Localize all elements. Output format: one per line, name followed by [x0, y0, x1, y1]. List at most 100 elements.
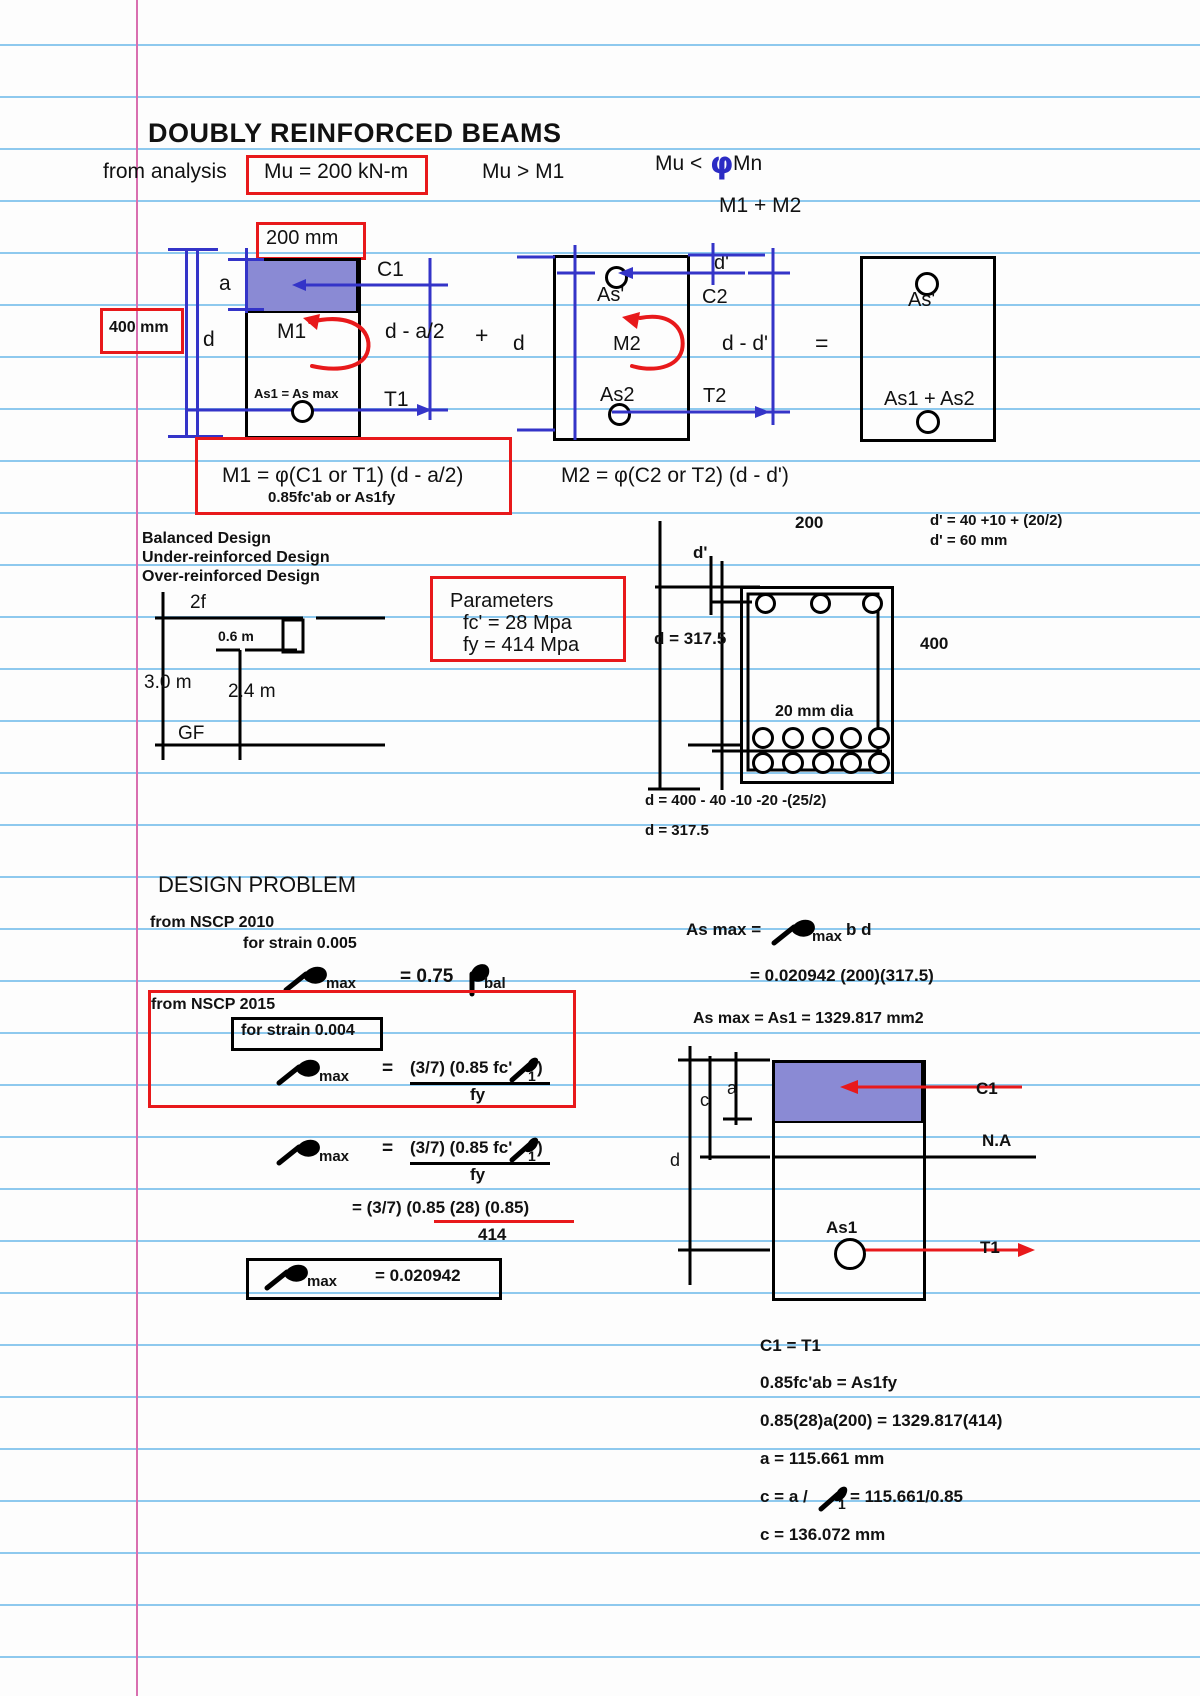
beam1-dim-top-tick: [168, 248, 218, 251]
beam3-compression-rebar: [915, 272, 939, 296]
bottom-calc-4: a = 115.661 mm: [760, 1449, 885, 1468]
rho-glyph-1: [283, 966, 327, 993]
rho-bal-sub: bal: [484, 975, 506, 992]
bottom-calc-c-beta-sub: 1: [838, 1496, 846, 1512]
rho-glyph-asmax: [771, 919, 815, 946]
beam1-m1-label: M1: [277, 320, 307, 343]
beam2-lever-label: d - d': [722, 332, 769, 355]
beam1-a-vline: [245, 248, 248, 313]
section-depth-label: 400: [920, 634, 949, 653]
beam3-section: [860, 256, 996, 442]
section-dprime-label: d': [693, 543, 708, 562]
equals-sign-1: =: [815, 330, 829, 356]
mu-value: Mu = 200 kN-m: [264, 160, 409, 183]
margin-line: [136, 0, 138, 1696]
rho-numerator-2: (3/7) (0.85 fc': [410, 1058, 513, 1077]
rho-glyph-4: [264, 1264, 308, 1291]
beam1-depth-box: [100, 308, 184, 354]
bottom-calc-5: c = 136.072 mm: [760, 1525, 886, 1544]
rho-numerator-close-3: ): [537, 1138, 543, 1157]
rho-numerator-3: (3/7) (0.85 fc': [410, 1138, 513, 1157]
section-bottom-bar-1-4: [840, 727, 862, 749]
bottom-calc-2: 0.85fc'ab = As1fy: [760, 1373, 898, 1392]
cross-section-outline: [740, 586, 894, 784]
m2-formula: M2 = φ(C2 or T2) (d - d'): [561, 464, 789, 488]
beam3-tension-rebar: [916, 410, 940, 434]
page-title: DOUBLY REINFORCED BEAMS: [148, 118, 562, 148]
rho-result-value: = 0.020942: [375, 1266, 461, 1285]
beam2-m2-label: M2: [613, 333, 641, 355]
beam1-width-label: 200 mm: [266, 227, 339, 249]
bottom-calc-c-suffix: = 115.661/0.85: [850, 1487, 963, 1506]
section-bottom-bar-1-3: [812, 727, 834, 749]
parameters-title: Parameters: [450, 590, 554, 612]
beam2-c2-label: C2: [702, 286, 728, 308]
section-d-calc-2: d = 317.5: [645, 822, 709, 839]
nscp2015-box: [148, 990, 576, 1108]
stressblock-c1-label: C1: [976, 1079, 998, 1098]
beam1-depth-label: 400 mm: [109, 319, 169, 336]
bottom-calc-1: C1 = T1: [760, 1336, 821, 1355]
beam2-section: [553, 255, 690, 441]
stressblock-t1-label: T1: [980, 1238, 1000, 1257]
section-dprime-calc-2: d' = 60 mm: [930, 532, 1008, 549]
rho-denominator-3: fy: [470, 1165, 486, 1184]
mu-value-box: [246, 155, 428, 195]
mu-greater-m1: Mu > M1: [482, 160, 565, 183]
section-top-bar-3: [862, 593, 883, 614]
beam2-dprime-label: d': [714, 252, 729, 274]
beam1-dim-vline-inner: [196, 248, 199, 438]
beta-sub-3: 1: [528, 1148, 536, 1164]
stressblock-c-label: c: [700, 1090, 709, 1110]
section-bottom-bar-2-2: [782, 752, 804, 774]
rho-denominator-2: fy: [470, 1085, 486, 1104]
plus-sign-1: +: [475, 322, 489, 348]
fraction-bar-3: [410, 1162, 550, 1165]
beam3-sum-label: As1 + As2: [884, 388, 975, 410]
strain-004-box: [231, 1017, 383, 1051]
m1-plus-m2: M1 + M2: [719, 194, 802, 217]
frame-level-2f: 2f: [190, 592, 206, 613]
frame-dim-06: 0.6 m: [218, 628, 254, 644]
as-max-line1-suffix: b d: [846, 920, 872, 939]
section-dprime-calc-1: d' = 40 +10 + (20/2): [930, 512, 1063, 529]
beam2-d-label: d: [513, 332, 525, 355]
beam1-a-label: a: [219, 272, 231, 295]
as-max-line1-prefix: As max =: [686, 920, 762, 939]
strain-005-label: for strain 0.005: [243, 935, 357, 952]
beam1-c1-label: C1: [377, 258, 404, 281]
section-bottom-bar-2-5: [868, 752, 890, 774]
design-type-over: Over-reinforced Design: [142, 568, 320, 585]
beam2-tension-rebar: [608, 403, 631, 426]
m1-formula-sub: 0.85fc'ab or As1fy: [268, 489, 396, 506]
m1-formula-box: [195, 437, 512, 515]
phi-icon: φ: [710, 146, 734, 181]
rho-glyph-3: [276, 1139, 320, 1166]
section-top-bar-1: [755, 593, 776, 614]
rho-max-sub-2: max: [319, 1068, 350, 1085]
stressblock-as1-label: As1: [826, 1218, 858, 1237]
beam1-as1-label: As1 = As max: [254, 386, 339, 401]
frame-height-24: 2.4 m: [228, 681, 276, 702]
bottom-calc-3: 0.85(28)a(200) = 1329.817(414): [760, 1411, 1003, 1430]
parameters-box: [430, 576, 626, 662]
beam1-a-tick-top: [228, 258, 264, 261]
m1-formula: M1 = φ(C1 or T1) (d - a/2): [222, 464, 463, 488]
design-problem-heading: DESIGN PROBLEM: [158, 872, 357, 897]
section-bottom-bar-1-1: [752, 727, 774, 749]
rho-result-box: [246, 1258, 502, 1300]
rho-max-sub-1: max: [326, 975, 357, 992]
strain-004-label: for strain 0.004: [241, 1022, 355, 1039]
stressblock-na-label: N.A: [982, 1131, 1012, 1150]
section-bottom-bar-2-1: [752, 752, 774, 774]
section-bottom-bar-1-5: [868, 727, 890, 749]
stressblock-d-label: d: [670, 1150, 681, 1170]
eq-sign-2: =: [382, 1058, 394, 1079]
m1-formula-text: M1 = φ(C1 or T1) (d - a/2): [222, 464, 464, 487]
beam2-as2-label: As2: [600, 384, 635, 406]
rho-numeric-denominator: 414: [478, 1225, 507, 1244]
